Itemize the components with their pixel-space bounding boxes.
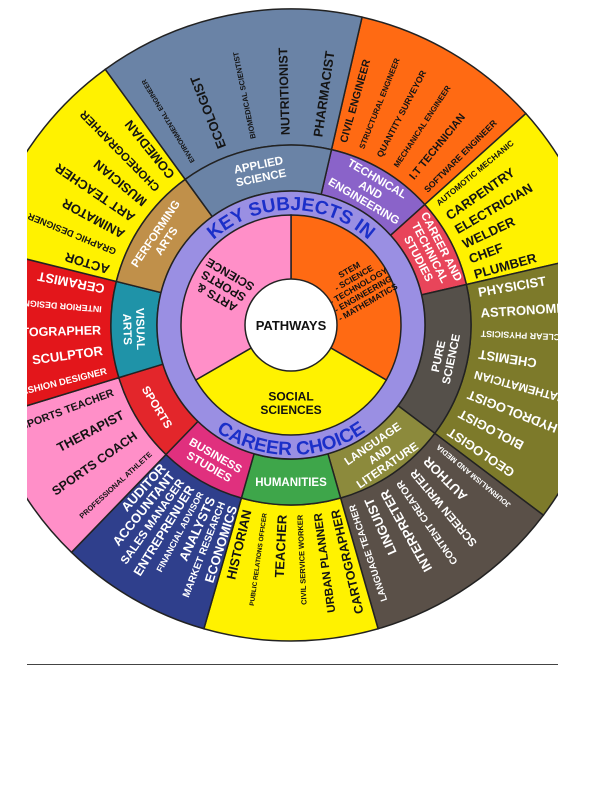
career-label: ASTRONOMER (480, 300, 558, 321)
career-label: NUCLEAR PHYSICIST (480, 329, 558, 343)
pathways-hub (244, 278, 338, 372)
career-label: CIVIL SERVICE WORKER (295, 514, 308, 605)
bottom-divider (27, 664, 558, 665)
career-label: NUTRITIONIST (276, 47, 293, 135)
pathway-label-line: VISUAL (133, 308, 146, 350)
core-label-line: SCIENCES (260, 403, 321, 417)
pathway-label-line: ARTS (120, 313, 133, 345)
career-label: PHOTOGRAPHER (27, 323, 101, 340)
career-label: TEACHER (272, 514, 290, 578)
pathway-label-line: HUMANITIES (255, 477, 327, 489)
pathway-label-humanities: HUMANITIES (255, 477, 327, 489)
core-label-line: SOCIAL (268, 390, 313, 404)
pathway-label-visual-arts: VISUALARTS (120, 308, 146, 351)
center-label: PATHWAYS (256, 318, 327, 333)
